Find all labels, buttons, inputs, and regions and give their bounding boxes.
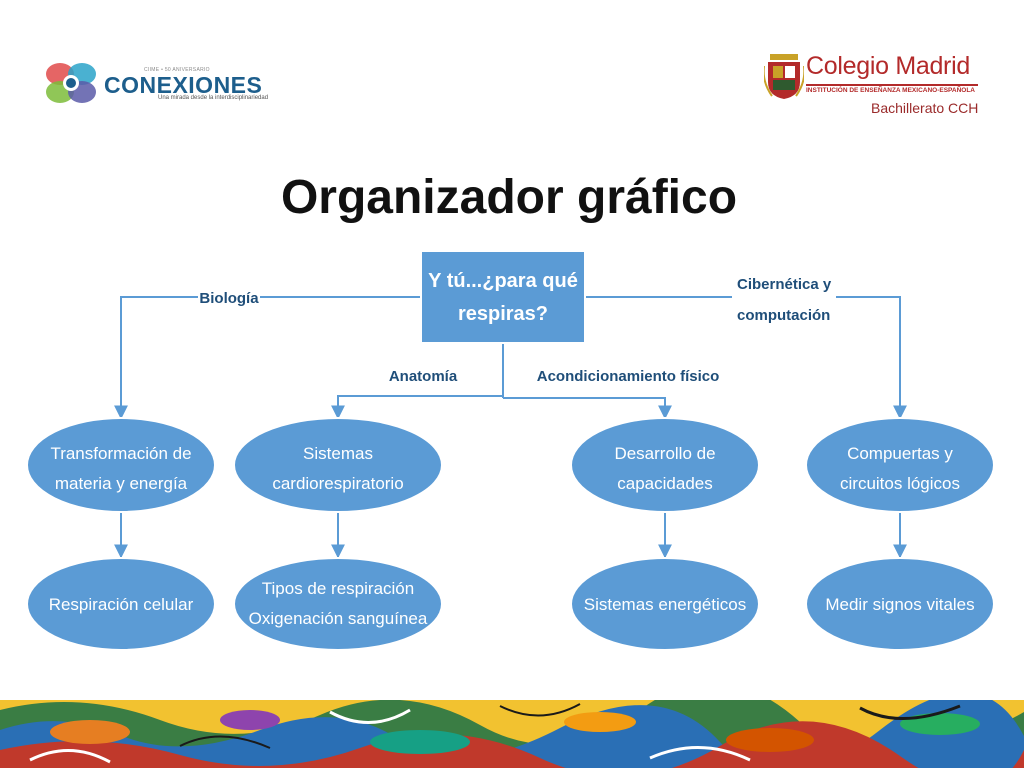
node-signos-vitales-line-1: Medir signos vitales (825, 595, 974, 614)
label-anatomia: Anatomía (389, 368, 458, 385)
node-tipos-respiracion-line-1: Tipos de respiración (262, 579, 414, 598)
coat-of-arms-icon (764, 54, 804, 99)
institution-text: INSTITUCIÓN DE ENSEÑANZA MEXICANO-ESPAÑO… (806, 87, 976, 94)
connector-cibernetica (585, 296, 907, 420)
logo-divider (806, 84, 978, 86)
conexiones-logo: CIIME • 50 ANIVERSARIO CONEXIONES Una mi… (40, 58, 270, 114)
node-respiracion-celular-line-1: Respiración celular (49, 595, 194, 614)
conexiones-anniversary-text: CIIME • 50 ANIVERSARIO (144, 67, 210, 73)
page-title: Organizador gráfico (280, 171, 738, 224)
node-compuertas-line-1: Compuertas y (847, 444, 953, 463)
node-sistemas-cardio-line-1: Sistemas (303, 444, 373, 463)
node-sistemas-energeticos-line-1: Sistemas energéticos (584, 595, 747, 614)
node-desarrollo-line-2: capacidades (617, 474, 712, 493)
connector-acondicionamiento (503, 397, 672, 420)
node-sistemas-cardio-line-2: cardiorespiratorio (272, 474, 403, 493)
root-text-line-2: respiras? (458, 303, 548, 325)
connector-lines (114, 296, 907, 559)
colegio-name: Colegio Madrid (806, 52, 970, 80)
node-transformacion-line-1: Transformación de (50, 444, 191, 463)
conexiones-tagline: Una mirada desde la interdisciplinarieda… (158, 95, 269, 101)
concept-diagram: Y tú...¿para qué respiras? Biología Anat… (26, 250, 995, 651)
node-compuertas-line-2: circuitos lógicos (840, 474, 960, 493)
node-respiracion-celular: Respiración celular (26, 557, 216, 651)
node-compuertas: Compuertas y circuitos lógicos (805, 417, 995, 513)
node-signos-vitales: Medir signos vitales (805, 557, 995, 651)
node-desarrollo-line-1: Desarrollo de (614, 444, 715, 463)
label-acondicionamiento: Acondicionamiento físico (537, 368, 720, 385)
node-desarrollo: Desarrollo de capacidades (570, 417, 760, 513)
label-biologia: Biología (199, 290, 259, 307)
conexiones-knot-icon (46, 63, 96, 103)
label-cibernetica-line-2: computación (737, 307, 830, 324)
node-tipos-respiracion-line-2: Oxigenación sanguínea (249, 609, 428, 628)
label-cibernetica-line-1: Cibernética y (737, 276, 832, 293)
node-transformacion: Transformación de materia y energía (26, 417, 216, 513)
node-sistemas-energeticos: Sistemas energéticos (570, 557, 760, 651)
decorative-banner (0, 700, 1024, 768)
connector-biologia (114, 296, 421, 420)
colegio-madrid-logo: Colegio Madrid INSTITUCIÓN DE ENSEÑANZA … (764, 50, 984, 122)
root-box: Y tú...¿para qué respiras? (420, 250, 586, 344)
root-text-line-1: Y tú...¿para qué (428, 270, 578, 292)
bachillerato-text: Bachillerato CCH (871, 100, 979, 116)
node-transformacion-line-2: materia y energía (55, 474, 188, 493)
node-sistemas-cardio: Sistemas cardiorespiratorio (233, 417, 443, 513)
node-tipos-respiracion: Tipos de respiración Oxigenación sanguín… (233, 557, 443, 651)
conexiones-brand: CONEXIONES (104, 72, 263, 98)
connector-anatomia (331, 395, 503, 420)
